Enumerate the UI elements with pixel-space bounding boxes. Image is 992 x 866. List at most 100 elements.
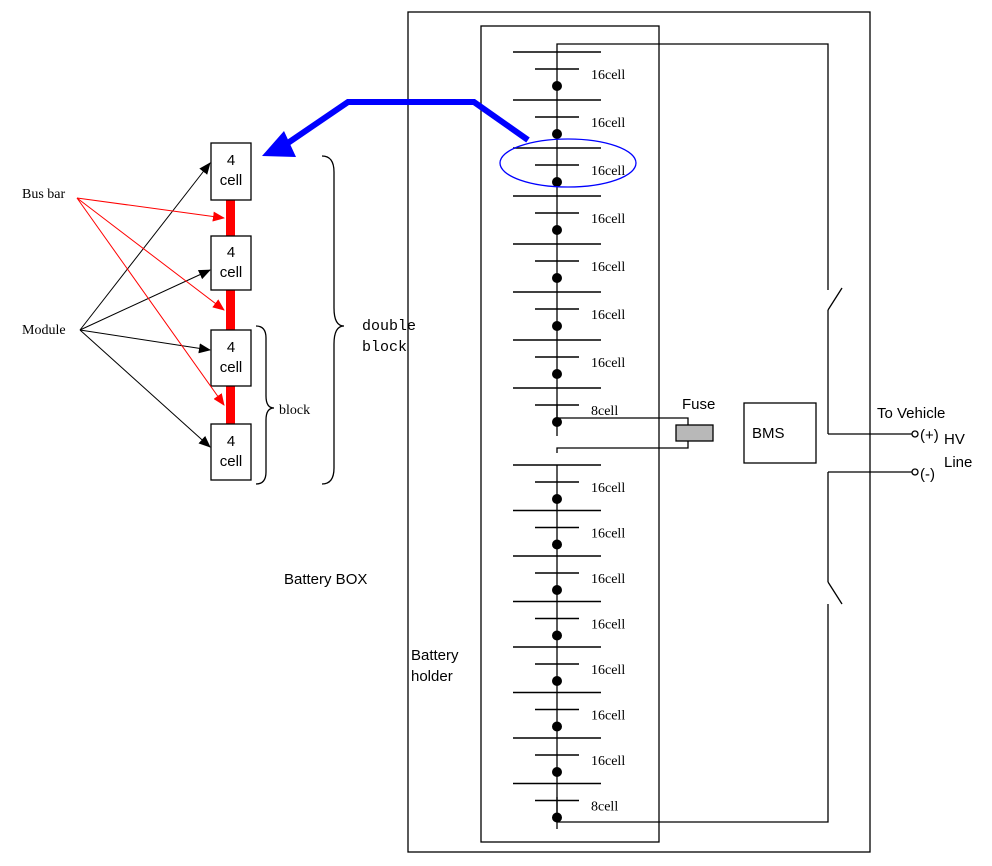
cell-symbol: 8cell: [513, 782, 618, 829]
junction-dot: [552, 321, 562, 331]
highlight-ellipse: [499, 138, 637, 188]
highlight-arrow: [280, 99, 530, 150]
cell-count-label: 16cell: [591, 618, 625, 633]
cell-count-label: 16cell: [591, 356, 625, 371]
module-label: Module: [22, 323, 66, 338]
module-1: 4 cell: [210, 142, 252, 201]
cell-symbol: 16cell: [513, 464, 625, 511]
cell-count-label: 16cell: [591, 260, 625, 275]
string-top-wire: [556, 43, 829, 290]
hv-minus-label: (-): [920, 466, 935, 483]
junction-dot: [552, 273, 562, 283]
junction-dot: [552, 585, 562, 595]
bus-bar: [226, 290, 235, 330]
battery-box-outline: [407, 11, 871, 853]
cell-symbol: 16cell: [513, 51, 625, 100]
bus-bar: [226, 386, 235, 424]
cell-symbol: 16cell: [513, 646, 625, 693]
bus-bars: [226, 200, 235, 424]
double-block-label-1: double: [362, 318, 416, 335]
cell-symbol: 16cell: [513, 509, 625, 556]
module-3: 4 cell: [210, 329, 252, 387]
module-number: 4: [227, 152, 235, 169]
cell-symbol: 16cell: [513, 600, 625, 647]
fuse-wire-out: [556, 441, 689, 453]
double-block-brace: [321, 155, 345, 485]
cell-count-label: 16cell: [591, 212, 625, 227]
cell-symbol: 8cell: [513, 387, 618, 436]
hv-plus-terminal: [911, 430, 919, 438]
bms-box: [743, 402, 817, 464]
highlight-arrow-head: [262, 131, 296, 157]
cell-count-label: 16cell: [591, 116, 625, 131]
module-number: 4: [227, 339, 235, 356]
line-label: Line: [944, 454, 972, 471]
bus-bar-label: Bus bar: [22, 187, 66, 202]
module-number: 4: [227, 244, 235, 261]
busbar-pointers: [76, 197, 225, 406]
junction-dot: [552, 812, 562, 823]
to-vehicle-label: To Vehicle: [877, 405, 945, 422]
junction-dot: [552, 81, 562, 91]
cell-stack: 16cell 16cell 16cell 16cell 16cell 16cell 16ce…: [513, 51, 625, 829]
junction-dot: [552, 177, 562, 187]
bus-bar: [226, 200, 235, 236]
cell-symbol: 16cell: [513, 195, 625, 244]
cell-count-label: 16cell: [591, 754, 625, 769]
battery-holder-label-2: holder: [411, 668, 453, 685]
junction-dot: [552, 630, 562, 641]
cell-symbol: 16cell: [513, 555, 625, 602]
double-block-label-2: block: [362, 339, 407, 356]
block-brace: [255, 325, 275, 485]
battery-holder-label-1: Battery: [411, 647, 459, 664]
junction-dot: [552, 721, 562, 732]
cell-count-label: 8cell: [591, 800, 618, 815]
cell-count-label: 16cell: [591, 68, 625, 83]
module-4: 4 cell: [210, 423, 252, 481]
bottom-contactor-switch: [827, 581, 843, 605]
battery-holder-outline: [480, 25, 660, 843]
cell-symbol: 16cell: [513, 99, 625, 148]
bms-label: BMS: [752, 425, 785, 442]
fuse-wire-in: [556, 412, 689, 425]
fuse-label: Fuse: [682, 396, 715, 413]
cell-symbol: 16cell: [513, 691, 625, 738]
block-label: block: [279, 403, 310, 418]
module-number: 4: [227, 433, 235, 450]
junction-dot: [552, 369, 562, 379]
hv-minus-terminal: [911, 468, 919, 476]
cell-count-label: 16cell: [591, 308, 625, 323]
cell-count-label: 16cell: [591, 481, 625, 496]
junction-dot: [552, 225, 562, 235]
junction-dot: [552, 494, 562, 504]
hv-plus-label: (+): [920, 427, 939, 444]
battery-box-label: Battery BOX: [284, 571, 367, 588]
top-contactor-switch: [827, 287, 843, 311]
junction-dot: [552, 417, 562, 427]
cell-count-label: 8cell: [591, 404, 618, 419]
junction-dot: [552, 676, 562, 686]
cell-count-label: 16cell: [591, 527, 625, 542]
junction-dot: [552, 539, 562, 550]
cell-symbol: 16cell: [513, 243, 625, 292]
module-unit: cell: [220, 453, 243, 470]
module-unit: cell: [220, 264, 243, 281]
junction-dot: [552, 767, 562, 777]
module-unit: cell: [220, 172, 243, 189]
cell-symbol: 16cell: [513, 291, 625, 340]
module-unit: cell: [220, 359, 243, 376]
hv-label: HV: [944, 431, 965, 448]
cell-count-label: 16cell: [591, 164, 625, 179]
cell-symbol: 16cell: [513, 737, 625, 784]
cell-symbol: 16cell: [513, 339, 625, 388]
modules: 4 cell 4 cell 4 cell 4 cell: [210, 142, 252, 481]
cell-count-label: 16cell: [591, 663, 625, 678]
fuse: [675, 424, 714, 442]
junction-dot: [552, 129, 562, 139]
cell-count-label: 16cell: [591, 709, 625, 724]
module-2: 4 cell: [210, 235, 252, 291]
cell-count-label: 16cell: [591, 572, 625, 587]
cell-symbol: 16cell: [513, 147, 625, 196]
module-pointers: [79, 162, 211, 448]
